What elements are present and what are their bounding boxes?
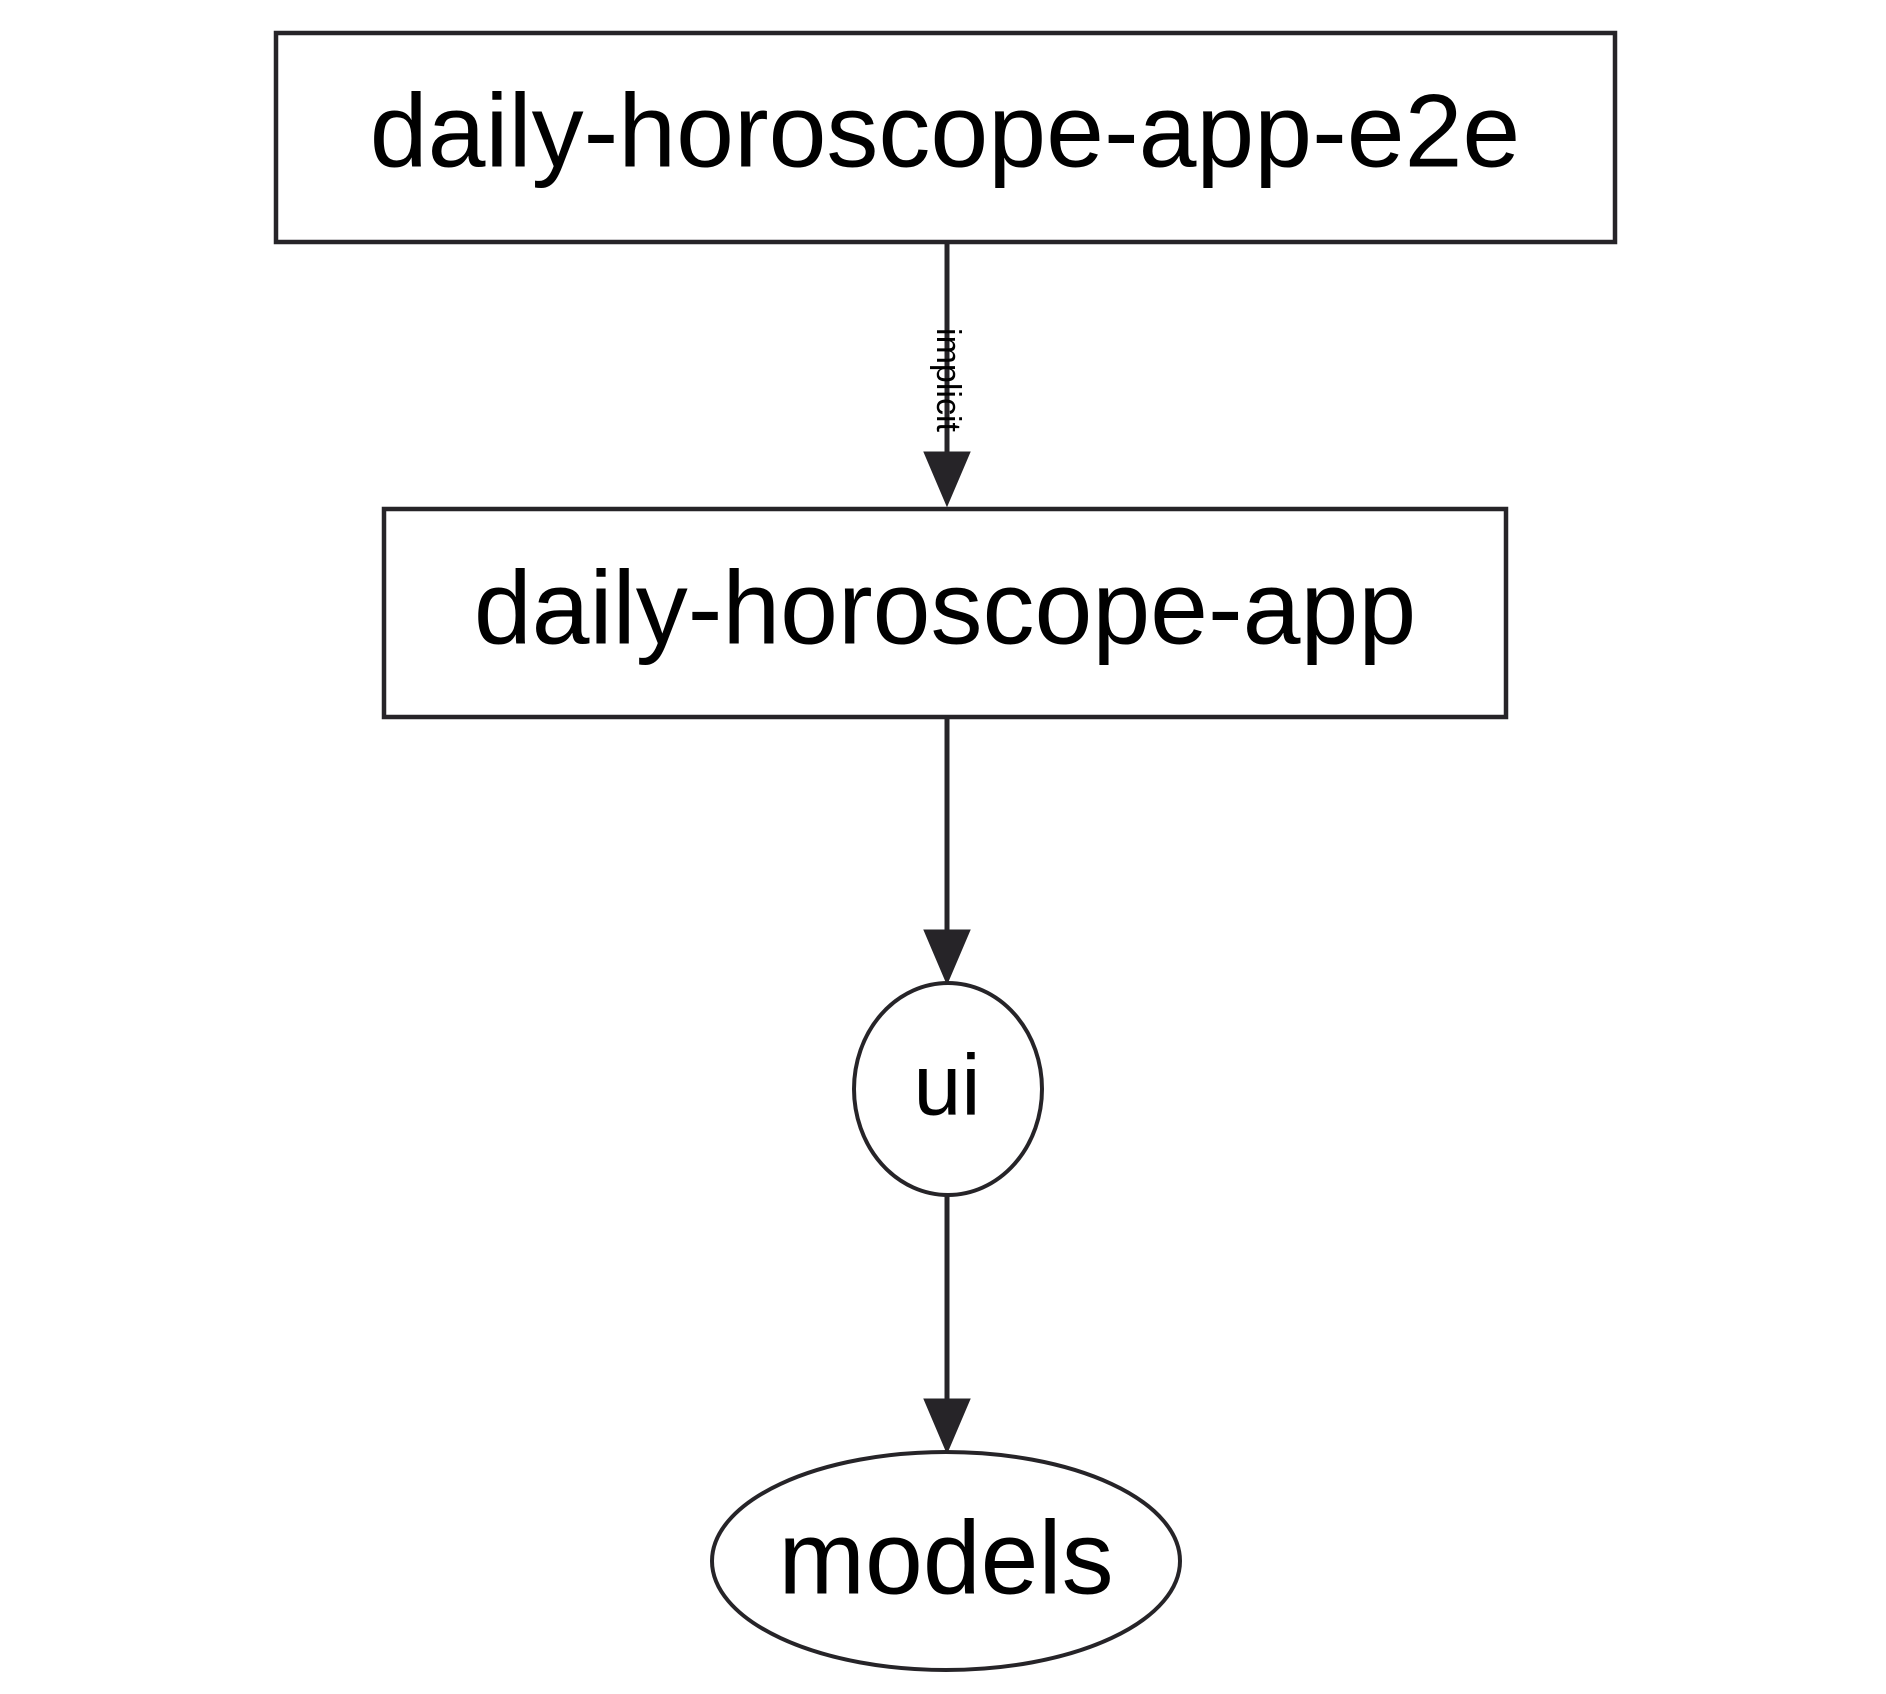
- node-label-e2e: daily-horoscope-app-e2e: [370, 73, 1521, 189]
- node-daily-horoscope-app[interactable]: daily-horoscope-app: [381, 506, 1509, 720]
- arrowhead-ui-to-models: [923, 1398, 971, 1455]
- node-label-app: daily-horoscope-app: [474, 550, 1416, 666]
- edge-e2e-to-app[interactable]: implicit: [923, 243, 971, 508]
- node-rect-e2e: [273, 30, 1618, 245]
- edge-label-implicit: implicit: [929, 328, 967, 432]
- node-models[interactable]: models: [710, 1450, 1182, 1672]
- arrowhead-app-to-ui: [923, 929, 971, 986]
- edge-app-to-ui[interactable]: [923, 718, 971, 986]
- node-rect-app: [381, 506, 1509, 720]
- node-ui[interactable]: ui: [852, 981, 1044, 1197]
- arrowhead-e2e-to-app: [923, 451, 971, 508]
- node-daily-horoscope-app-e2e[interactable]: daily-horoscope-app-e2e: [273, 30, 1618, 245]
- edge-ui-to-models[interactable]: [923, 1195, 971, 1455]
- node-label-ui: ui: [914, 1038, 981, 1134]
- node-ellipse-ui: [852, 981, 1044, 1197]
- node-ellipse-models: [710, 1450, 1182, 1672]
- node-label-models: models: [778, 1500, 1113, 1616]
